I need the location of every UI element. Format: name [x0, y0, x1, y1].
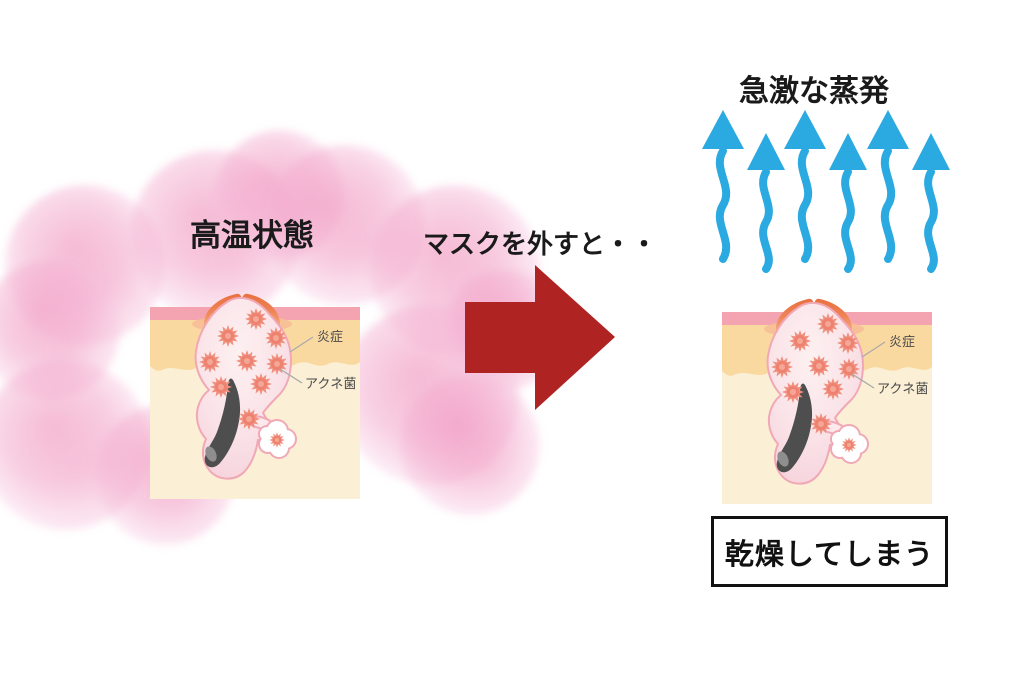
acne-bacteria-label: アクネ菌 — [305, 376, 356, 391]
acne-bacteria-label: アクネ菌 — [877, 381, 928, 396]
inflammation-label: 炎症 — [317, 329, 343, 344]
skin-cross-section-before: 炎症 アクネ菌 — [150, 284, 360, 499]
skin-illustration-icon — [150, 294, 360, 499]
skin-cross-section-after: 炎症 アクネ菌 — [722, 289, 932, 504]
pink-cloud — [400, 375, 540, 515]
right-arrow-icon — [465, 265, 615, 410]
evaporation-arrows-icon — [702, 110, 950, 273]
skin-illustration-icon — [722, 299, 932, 504]
transition-caption: マスクを外すと・・ — [423, 229, 658, 259]
right-title-rapid-evaporation: 急激な蒸発 — [739, 75, 889, 108]
result-box-dries-out: 乾燥してしまう — [711, 516, 948, 587]
inflammation-label: 炎症 — [889, 334, 915, 349]
left-title-high-temperature: 高温状態 — [190, 218, 314, 253]
